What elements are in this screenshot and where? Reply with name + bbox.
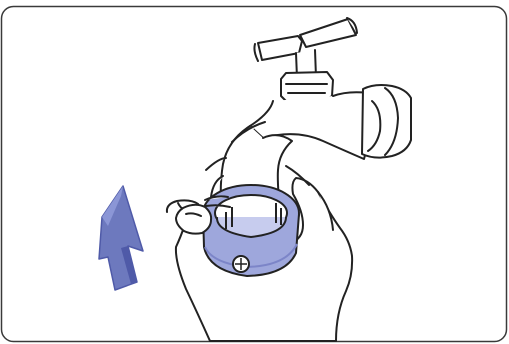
adapter-ring-icon xyxy=(203,185,299,276)
